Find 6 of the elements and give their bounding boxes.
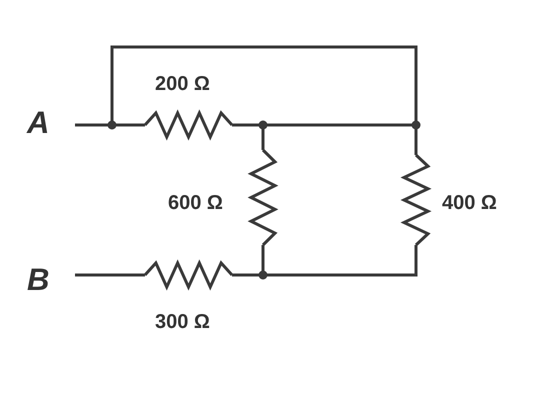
- resistor-value: 400 Ω: [442, 193, 497, 213]
- terminal-label: B: [27, 264, 50, 295]
- terminal-label: A: [27, 107, 50, 138]
- resistor-value: 200 Ω: [155, 74, 210, 94]
- resistor-value: 300 Ω: [155, 312, 210, 332]
- resistor-value: 600 Ω: [168, 193, 223, 213]
